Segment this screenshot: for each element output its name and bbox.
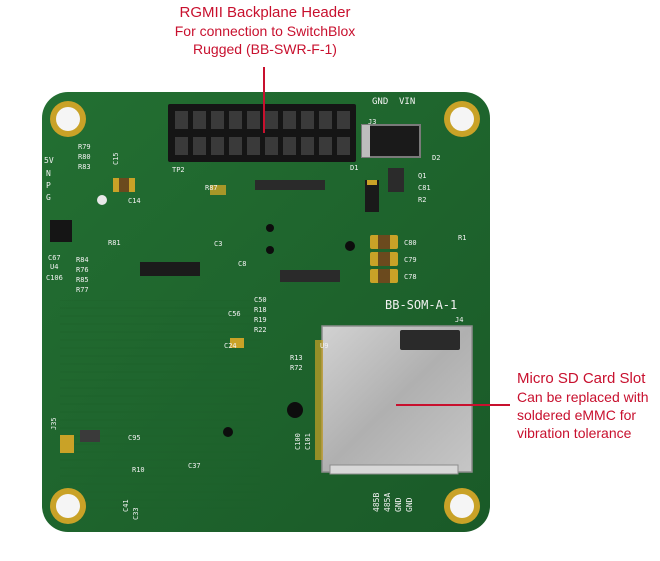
smd-components: [50, 168, 404, 453]
pcb-trace-area: [60, 300, 260, 510]
left-pin-labels: 5V N P G: [44, 156, 54, 202]
micro-sd-slot: [315, 325, 473, 475]
svg-text:C56: C56: [228, 310, 241, 318]
svg-text:C80: C80: [404, 239, 417, 247]
svg-text:R81: R81: [108, 239, 121, 247]
svg-text:C15: C15: [112, 152, 120, 165]
svg-text:Q1: Q1: [418, 172, 426, 180]
svg-text:R1: R1: [458, 234, 466, 242]
svg-text:C14: C14: [128, 197, 141, 205]
svg-text:R10: R10: [132, 466, 145, 474]
svg-text:R85: R85: [76, 276, 89, 284]
sd-slot-callout: Micro SD Card Slot Can be replaced with …: [517, 370, 659, 442]
svg-text:5V: 5V: [44, 156, 54, 165]
svg-text:R18: R18: [254, 306, 267, 314]
svg-text:R19: R19: [254, 316, 267, 324]
svg-text:D1: D1: [350, 164, 358, 172]
silk-gnd-top: GND: [372, 97, 388, 107]
svg-text:C3: C3: [214, 240, 222, 248]
svg-text:R13: R13: [290, 354, 303, 362]
svg-text:C50: C50: [254, 296, 267, 304]
svg-text:C78: C78: [404, 273, 417, 281]
svg-text:C67: C67: [48, 254, 61, 262]
svg-text:GND: GND: [405, 497, 414, 512]
bottom-right-labels: 485B 485A GND GND: [372, 493, 414, 512]
svg-text:R87: R87: [205, 184, 218, 192]
svg-text:C106: C106: [46, 274, 63, 282]
svg-text:G: G: [46, 193, 51, 202]
sd-callout-line3: soldered eMMC for: [517, 407, 637, 423]
svg-text:C37: C37: [188, 462, 201, 470]
svg-text:R84: R84: [76, 256, 89, 264]
svg-text:P: P: [46, 181, 51, 190]
svg-text:C8: C8: [238, 260, 246, 268]
diode-d2-band: [362, 125, 370, 157]
sd-callout-line4: vibration tolerance: [517, 425, 632, 441]
svg-text:C33: C33: [132, 507, 140, 520]
svg-text:C81: C81: [418, 184, 431, 192]
svg-text:J3: J3: [368, 118, 376, 126]
svg-text:C101: C101: [304, 433, 312, 450]
svg-text:R72: R72: [290, 364, 303, 372]
svg-text:485B: 485B: [372, 493, 381, 512]
header-callout: RGMII Backplane Header For connection to…: [140, 4, 390, 58]
svg-text:J35: J35: [50, 417, 58, 430]
svg-text:C79: C79: [404, 256, 417, 264]
svg-text:J4: J4: [455, 316, 463, 324]
svg-text:R22: R22: [254, 326, 267, 334]
component-designators: J3 J4 D1 D2 Q1 C81 R2 R1 C80 C79 C78 U4 …: [46, 118, 466, 520]
sd-callout-title: Micro SD Card Slot: [517, 370, 646, 387]
header-callout-line3: Rugged (BB-SWR-F-1): [193, 41, 337, 57]
svg-text:R80: R80: [78, 153, 91, 161]
svg-text:GND: GND: [394, 497, 403, 512]
svg-text:R76: R76: [76, 266, 89, 274]
svg-text:R83: R83: [78, 163, 91, 171]
svg-text:U4: U4: [50, 263, 58, 271]
svg-text:D2: D2: [432, 154, 440, 162]
rgmii-header: [168, 104, 356, 162]
svg-text:N: N: [46, 169, 51, 178]
svg-text:C41: C41: [122, 499, 130, 512]
svg-text:R77: R77: [76, 286, 89, 294]
header-callout-title: RGMII Backplane Header: [179, 4, 351, 21]
sd-callout-line2: Can be replaced with: [517, 389, 649, 405]
svg-text:485A: 485A: [383, 493, 392, 512]
svg-text:R2: R2: [418, 196, 426, 204]
board-model-label: BB-SOM-A-1: [385, 298, 457, 312]
svg-text:C95: C95: [128, 434, 141, 442]
diode-d2: [361, 124, 421, 158]
header-callout-line2: For connection to SwitchBlox: [174, 23, 356, 39]
svg-text:TP2: TP2: [172, 166, 185, 174]
svg-text:R79: R79: [78, 143, 91, 151]
silk-vin-top: VIN: [399, 97, 415, 107]
svg-text:U9: U9: [320, 342, 328, 350]
svg-text:C100: C100: [294, 433, 302, 450]
svg-text:C24: C24: [224, 342, 237, 350]
capacitors-c78-c80: [370, 235, 398, 283]
mounting-holes: [50, 101, 480, 524]
